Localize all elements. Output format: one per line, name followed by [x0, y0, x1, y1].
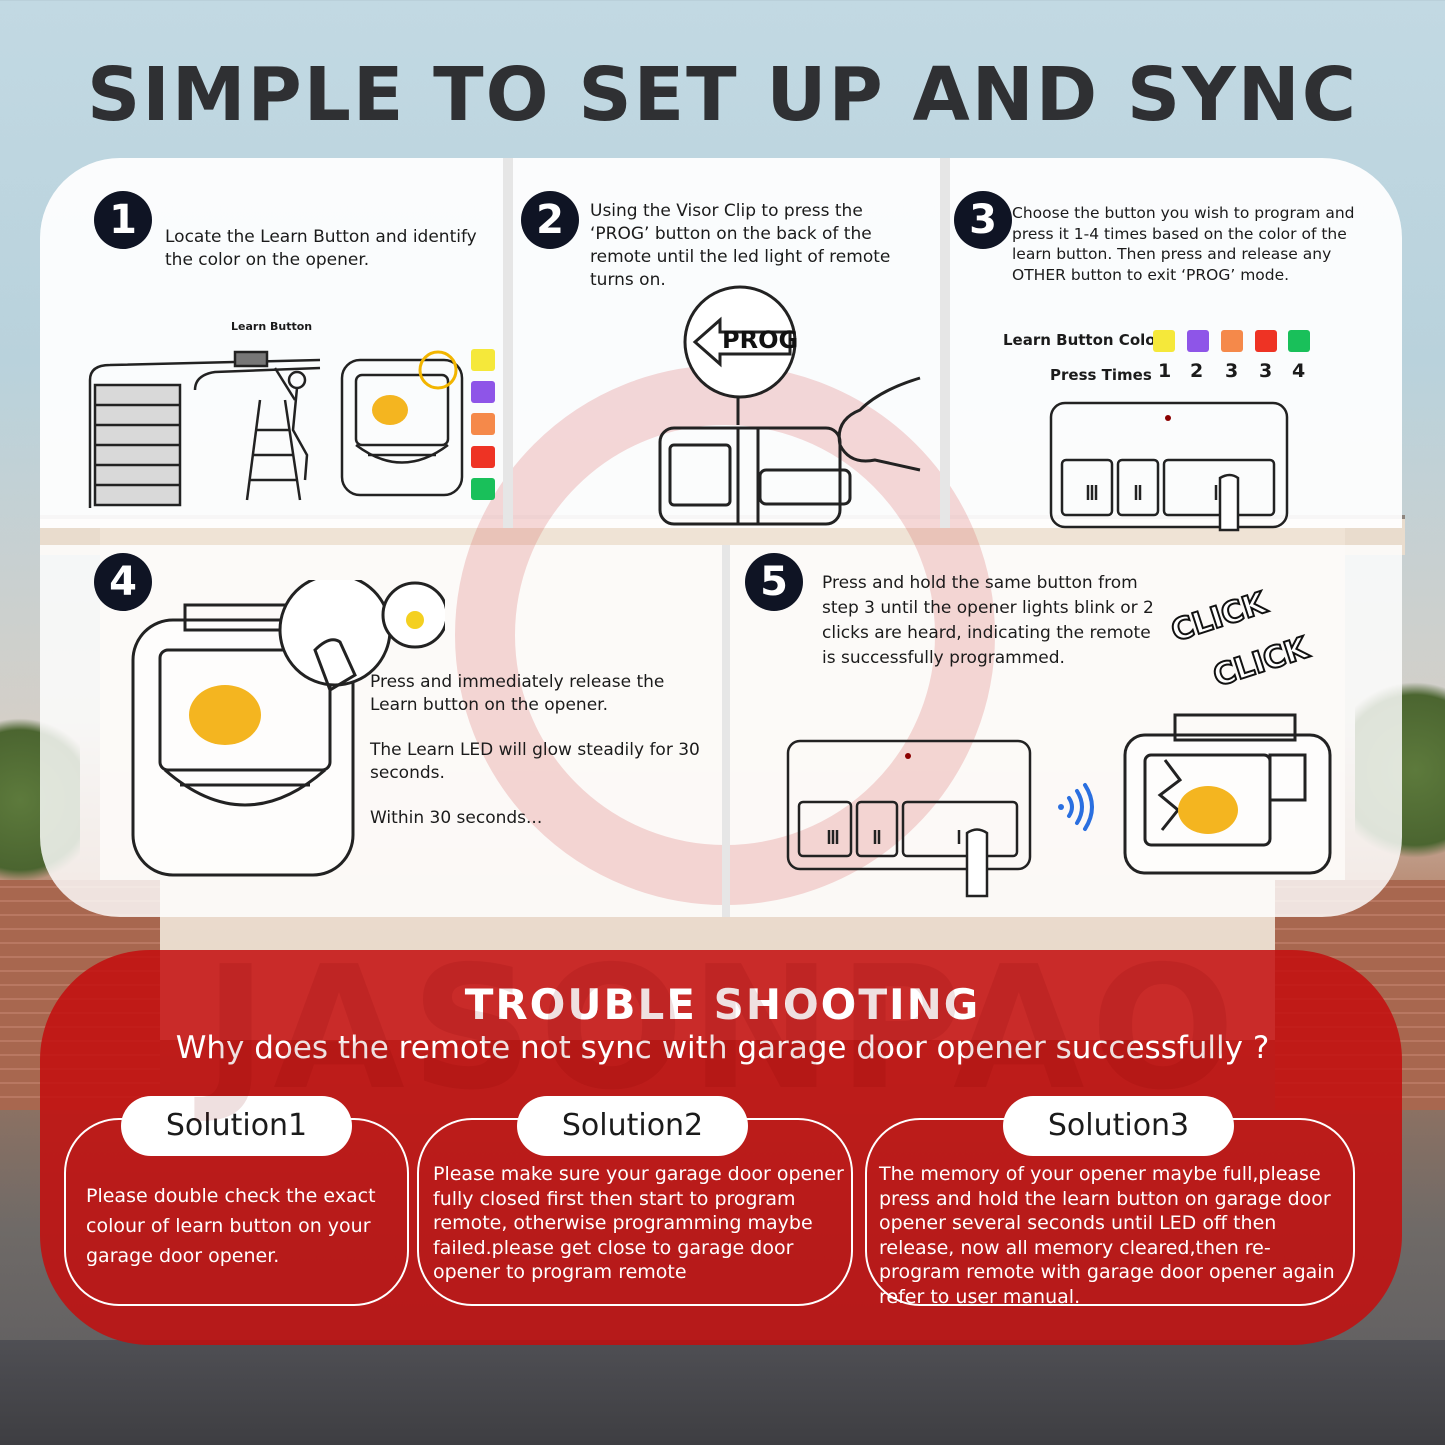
opener-unit-illustration	[340, 350, 464, 497]
color-swatch-yellow	[471, 349, 495, 371]
prog-label: PROG	[722, 326, 799, 354]
garage-door-ladder-illustration	[88, 350, 321, 508]
background-road	[0, 1340, 1445, 1445]
step-5-text: Press and hold the same button from step…	[822, 573, 1154, 668]
solution-2-text: Please make sure your garage door opener…	[433, 1163, 844, 1283]
wall-remote-illustration	[1049, 401, 1289, 532]
press-count: 1	[1158, 360, 1172, 382]
press-count: 3	[1225, 360, 1239, 382]
troubleshooting-question: Why does the remote not sync with garage…	[175, 1030, 1270, 1066]
color-swatch-green	[471, 478, 495, 500]
visor-clip-illustration	[658, 285, 921, 526]
step-4-line-2: The Learn LED will glow steadily for 30 …	[370, 740, 700, 783]
press-times-label: Press Times	[1050, 366, 1152, 384]
solution-1-text: Please double check the exact colour of …	[86, 1185, 376, 1267]
step-2-number: 2	[521, 191, 579, 249]
press-count: 2	[1190, 360, 1204, 382]
step-4-line-3: Within 30 seconds...	[370, 808, 543, 828]
troubleshooting-title: TROUBLE SHOOTING	[464, 980, 981, 1029]
learn-color-red	[1255, 330, 1277, 352]
solution-1-label: Solution1	[121, 1096, 352, 1156]
step-4-text: Press and immediately release the Learn …	[370, 671, 710, 830]
press-count: 3	[1259, 360, 1273, 382]
divider	[503, 158, 513, 528]
learn-color-orange	[1221, 330, 1243, 352]
step-4-number: 4	[94, 553, 152, 611]
divider	[940, 158, 950, 528]
step-1-number: 1	[94, 191, 152, 249]
step-3-text: Choose the button you wish to program an…	[1012, 204, 1355, 284]
page-title: SIMPLE TO SET UP AND SYNC	[87, 52, 1358, 138]
opener-learn-button-illustration	[131, 580, 445, 877]
step-5-number: 5	[745, 553, 803, 611]
step-1-text: Locate the Learn Button and identify the…	[165, 227, 477, 270]
wall-remote-illustration	[786, 739, 1032, 898]
learn-button-callout: Learn Button	[231, 320, 313, 333]
learn-button-color-label: Learn Button Color	[1003, 331, 1163, 349]
opener-unit-illustration	[1123, 713, 1332, 875]
divider	[722, 545, 730, 917]
color-swatch-red	[471, 446, 495, 468]
color-swatch-orange	[471, 413, 495, 435]
learn-color-purple	[1187, 330, 1209, 352]
signal-wave-icon	[1058, 783, 1094, 831]
watermark-text: JASONPAO	[203, 930, 1242, 1128]
step-2-text: Using the Visor Clip to press the ‘PROG’…	[590, 201, 891, 290]
learn-color-green	[1288, 330, 1310, 352]
solution-3-text: The memory of your opener maybe full,ple…	[879, 1163, 1335, 1308]
color-swatch-purple	[471, 381, 495, 403]
step-4-line-1: Press and immediately release the Learn …	[370, 672, 665, 715]
solution-3-label: Solution3	[1003, 1096, 1234, 1156]
solution-2-label: Solution2	[517, 1096, 748, 1156]
step-3-number: 3	[954, 191, 1012, 249]
press-count: 4	[1292, 360, 1306, 382]
learn-color-yellow	[1153, 330, 1175, 352]
